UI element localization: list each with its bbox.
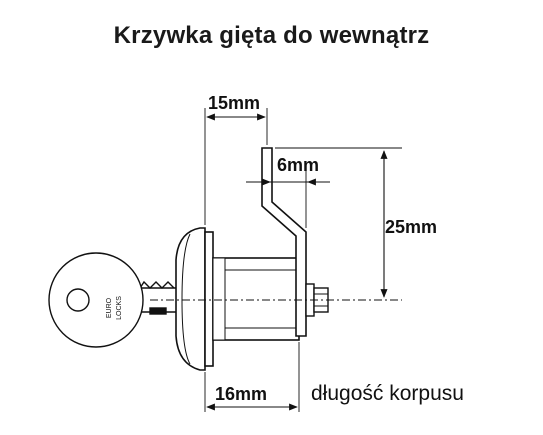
cam-plate xyxy=(261,147,307,337)
key-groove xyxy=(149,307,167,315)
diagram-title: Krzywka gięta do wewnątrz xyxy=(113,22,430,49)
dim-25mm-label: 25mm xyxy=(385,217,437,237)
key-brand-locks: LOCKS xyxy=(116,296,123,320)
lock-flange xyxy=(175,227,206,371)
dim-6mm-label: 6mm xyxy=(277,155,319,175)
lock-body xyxy=(175,227,300,371)
key-bitting xyxy=(139,280,175,289)
dim-15mm-label: 15mm xyxy=(208,93,260,113)
dim-16mm-label: 16mm xyxy=(215,384,267,404)
key-hole xyxy=(66,288,90,312)
key-brand-euro: EURO xyxy=(106,297,113,318)
body-length-label: długość korpusu xyxy=(311,382,464,405)
key-bow xyxy=(48,252,144,348)
lock-flange-ring xyxy=(204,231,214,367)
